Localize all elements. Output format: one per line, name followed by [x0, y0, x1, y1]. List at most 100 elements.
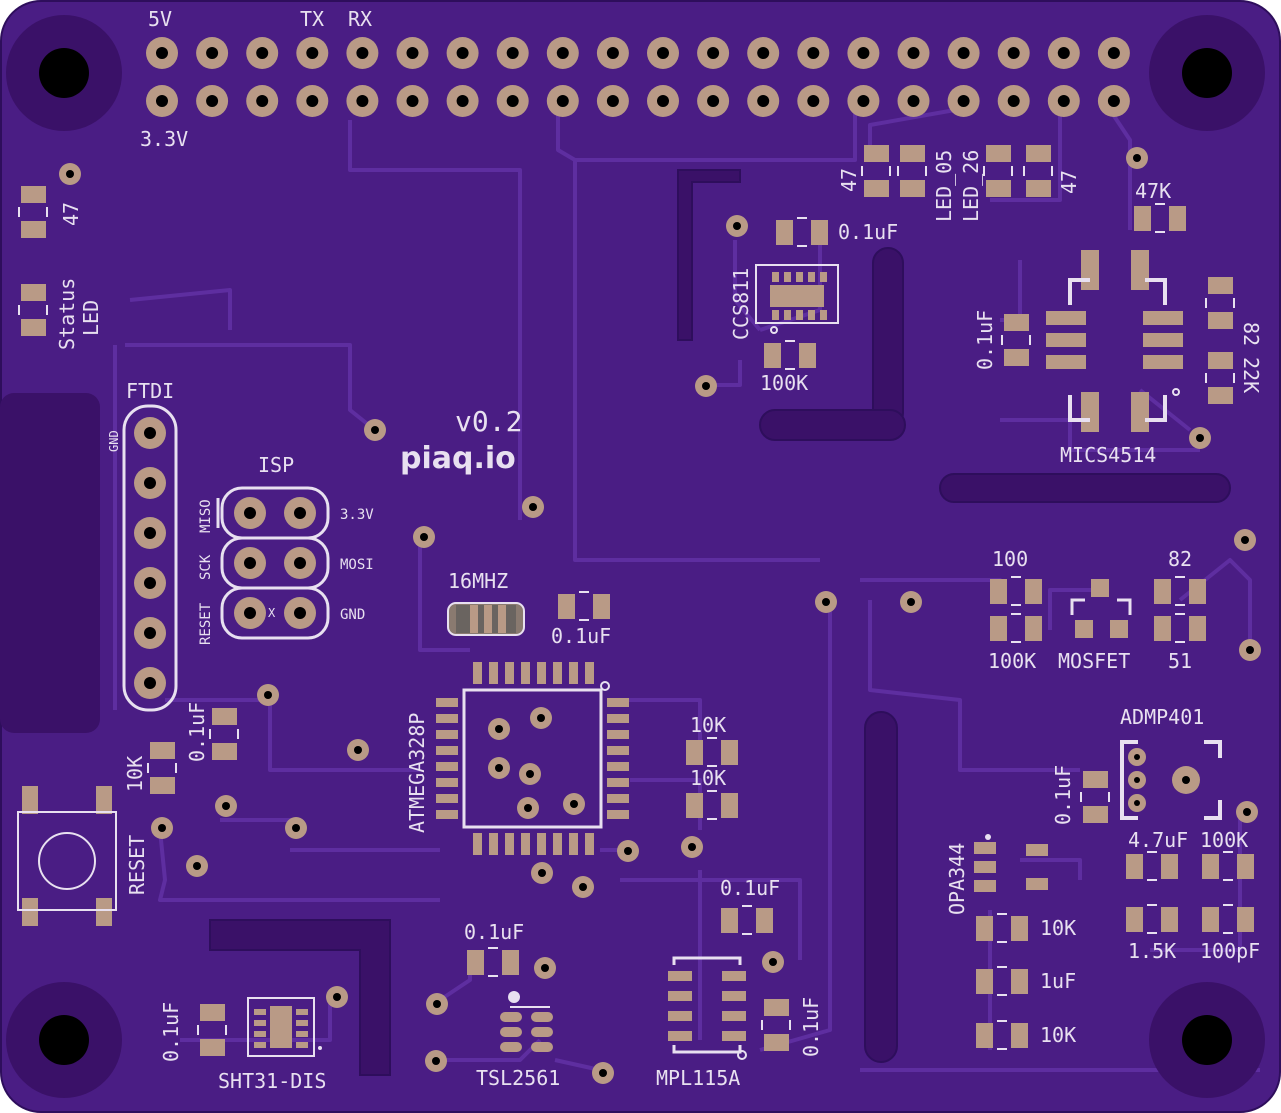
atmega-pin: [473, 833, 482, 855]
tsl-cap-pad: [467, 950, 484, 975]
isp-miso-label: MISO: [198, 499, 214, 533]
via-drill: [541, 964, 549, 972]
led26-pad: [986, 145, 1011, 162]
via-drill: [688, 843, 696, 851]
mosfet-label: MOSFET: [1058, 649, 1130, 673]
sht-label: SHT31-DIS: [218, 1069, 326, 1093]
ccs811-pad: [772, 310, 779, 320]
opa-r15k-silk: [1147, 904, 1157, 934]
admp-cap-pad: [1083, 771, 1108, 788]
mics-r-top-pad: [1169, 206, 1186, 231]
gpio-pin-bottom-drill: [256, 95, 269, 107]
ccs811-cap-pad: [811, 220, 828, 245]
mpl-pad: [668, 991, 692, 1001]
ccs811-pad: [820, 272, 827, 282]
isp-pin-drill: [244, 607, 256, 619]
ftdi-outline: [122, 404, 178, 712]
mics-pad: [1081, 392, 1099, 432]
mosfet-r100-silk: [1011, 576, 1021, 606]
atmega-pin: [607, 762, 629, 771]
opa-r15k-label: 1.5K: [1128, 939, 1176, 963]
gpio-pin-bottom-drill: [657, 95, 669, 107]
crystal-16mhz: [447, 602, 525, 636]
led05-pad: [900, 145, 925, 162]
ccs811-pad: [808, 272, 815, 282]
ccs811-pin1-marker: [770, 326, 778, 334]
ccs811-pad: [796, 310, 803, 320]
led26-label: LED_26: [959, 150, 983, 222]
ccs811-r-right-silk: [1023, 166, 1053, 176]
ccs811-pad: [784, 272, 791, 282]
gpio-pin-bottom-drill: [406, 95, 419, 107]
mics-r-top-label: 47K: [1135, 179, 1171, 203]
mcu-r2-pad: [686, 793, 703, 818]
gpio-pin-top-drill: [406, 47, 419, 59]
ccs811-r-left-pad: [864, 145, 889, 162]
gpio-pin-bottom-drill: [707, 95, 720, 107]
ftdi-pin-drill: [144, 677, 156, 689]
via-drill: [354, 746, 362, 754]
opa-c100p-label: 100pF: [1200, 939, 1260, 963]
ccs811-r-right-pad: [1026, 180, 1051, 197]
via-drill: [570, 800, 578, 808]
atmega-pin: [436, 730, 458, 739]
admp-label: ADMP401: [1120, 705, 1204, 729]
via-drill: [733, 222, 741, 230]
mpl-pad: [668, 1031, 692, 1041]
mcu-r2-silk: [707, 790, 717, 820]
version-label: v0.2: [455, 405, 522, 438]
opa-c1u-label: 1uF: [1040, 969, 1076, 993]
ccs811-outline: [755, 264, 839, 324]
opa-pad: [974, 861, 996, 873]
via-drill: [371, 426, 379, 434]
sht-pad: [254, 1031, 266, 1037]
reset-resistor-pad: [150, 777, 175, 794]
ccs811-res-label: 100K: [760, 371, 808, 395]
mosfet-pad: [1075, 620, 1093, 638]
opa-r15k-pad: [1161, 907, 1178, 932]
atmega-pin: [436, 746, 458, 755]
gpio-pin-top-drill: [606, 47, 619, 59]
via-drill: [420, 533, 428, 541]
opa-c100p-pad: [1237, 907, 1254, 932]
gpio-pin-top-drill: [757, 47, 770, 59]
mosfet-r100k-silk: [1011, 613, 1021, 643]
sht-center-pad: [270, 1006, 292, 1048]
mics-pad: [1131, 392, 1149, 432]
opa-r100k-pad: [1237, 854, 1254, 879]
gpio-pin-bottom-drill: [206, 95, 219, 107]
admp401-outline: [1120, 740, 1222, 820]
mcu-r1-pad: [721, 740, 738, 765]
mics-cap-silk: [1001, 335, 1031, 345]
mics4514-pin1-marker: [1172, 388, 1180, 396]
label-5v: 5V: [148, 7, 172, 31]
atmega-pin: [607, 746, 629, 755]
atmega-pin: [436, 794, 458, 803]
reset-cap-pad: [212, 708, 237, 725]
sht31-pin1-marker: [318, 1046, 322, 1050]
mpl-pad: [722, 971, 746, 981]
tsl-label: TSL2561: [476, 1066, 560, 1090]
gpio-pin-bottom-drill: [957, 95, 970, 107]
smd-pad-layer: [18, 145, 1254, 1056]
sht-pad: [296, 1031, 308, 1037]
admp-cap-pad: [1083, 806, 1108, 823]
gpio-pin-top-drill: [807, 47, 820, 59]
gpio-pin-bottom-drill: [757, 95, 770, 107]
isp-sck-label: SCK: [198, 554, 214, 580]
atmega-label: ATMEGA328P: [405, 713, 429, 833]
ccs811-center-pad: [770, 285, 824, 307]
gpio-pin-bottom-drill: [306, 95, 319, 107]
reset-button[interactable]: [17, 811, 117, 911]
ccs811-pad: [772, 272, 779, 282]
sht-cap-label: 0.1uF: [159, 1002, 183, 1062]
mpl-cap-side-silk: [761, 1020, 791, 1030]
crystal-label: 16MHZ: [448, 569, 508, 593]
opa-c1u-pad: [976, 969, 993, 994]
gpio-pin-bottom-drill: [356, 95, 369, 107]
mosfet-r51-pad: [1154, 616, 1171, 641]
via-layer: [59, 147, 1261, 1084]
reset-button-pad: [22, 898, 38, 926]
opa-r10k-a-pad: [1011, 916, 1028, 941]
gpio-pin-bottom-drill: [156, 95, 168, 107]
